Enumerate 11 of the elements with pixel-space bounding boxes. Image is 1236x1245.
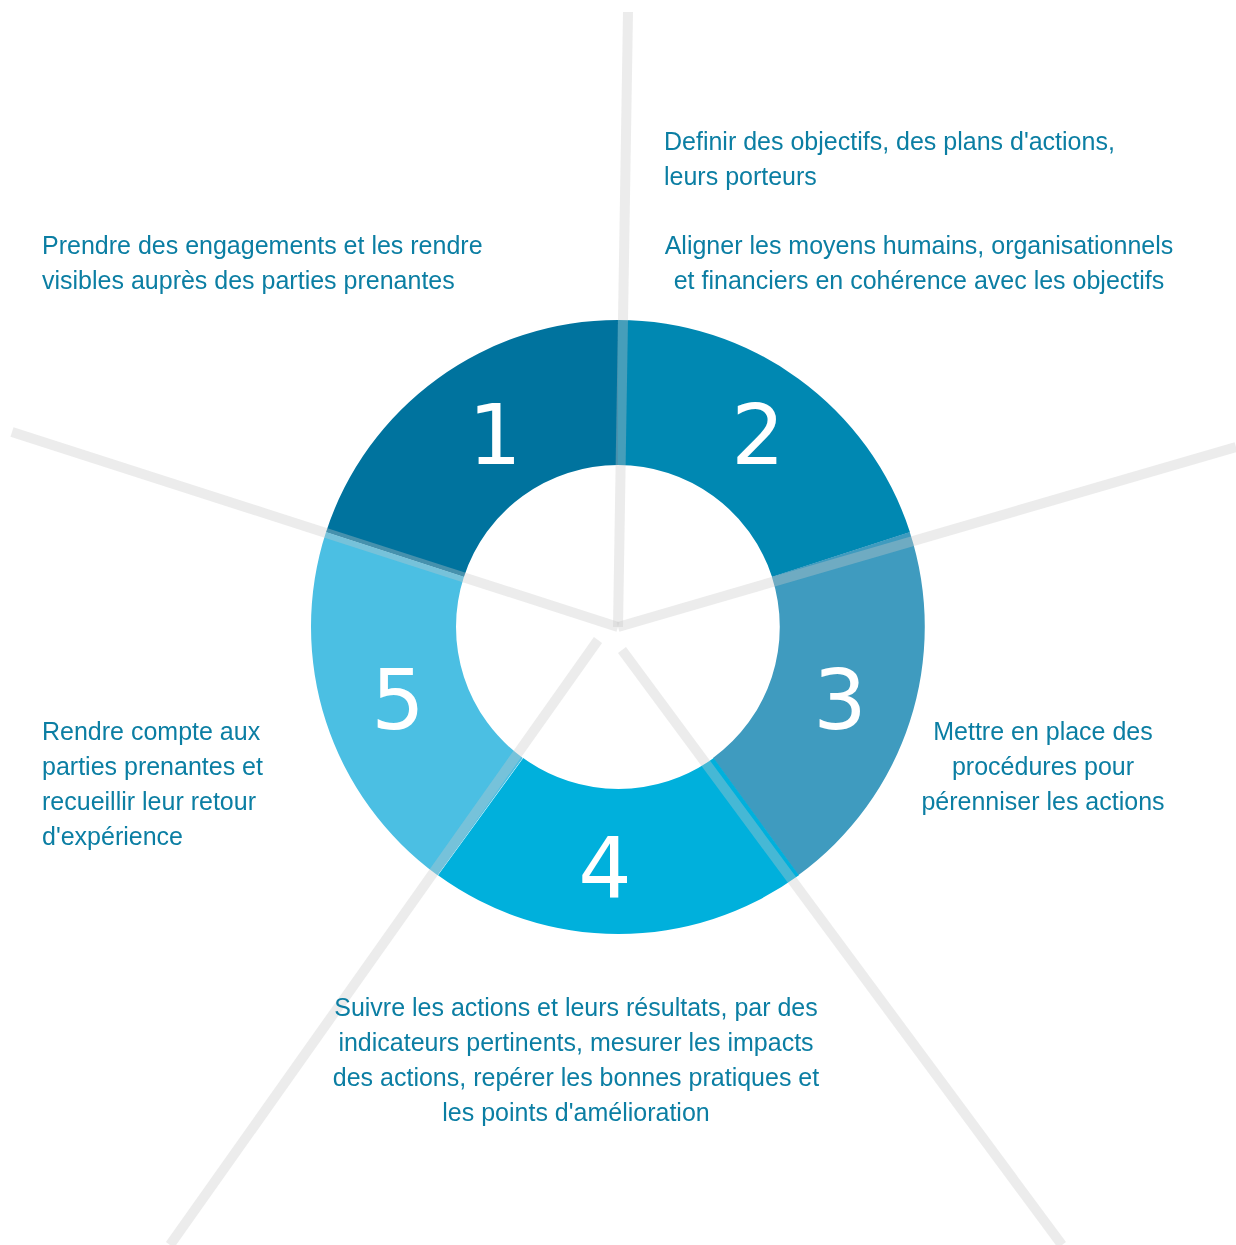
step-number: 1 [468,393,522,477]
step-description: Mettre en place des procédures pour pérenniser les actions [920,716,1166,817]
step-description: Definir des objectifs, des plans d'actions, leurs porteurs [664,126,1116,192]
step-number: 4 [578,826,632,910]
step-description: Aligner les moyens humains, organisationnels et financiers en cohérence avec les objectifs [664,230,1174,296]
step-number: 5 [371,658,425,742]
step-description: Rendre compte aux parties prenantes et recueillir leur retour d'expérience [42,716,264,852]
step-description: Prendre des engagements et les rendre visibles auprès des parties prenantes [42,230,484,296]
step-number: 2 [731,393,785,477]
step-description: Suivre les actions et leurs résultats, par des indicateurs pertinents, mesurer les impacts des actions, repérer les bonnes pratiques et les points d'amélioration [331,992,821,1128]
step-number: 3 [813,658,867,742]
